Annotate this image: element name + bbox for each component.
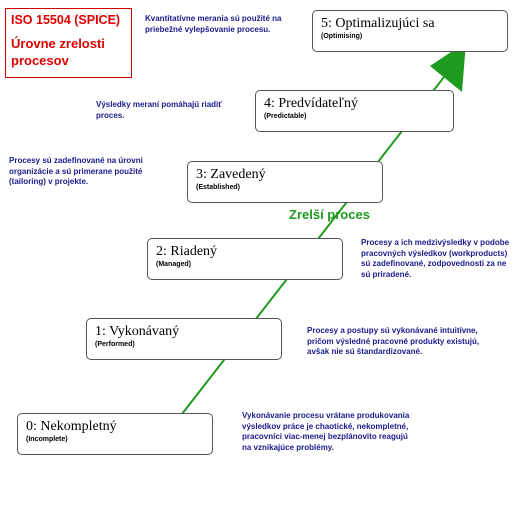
level-5-name: 5: Optimalizujúci sa bbox=[321, 16, 435, 31]
level-1-name: 1: Vykonávaný bbox=[95, 324, 180, 339]
title-line1: ISO 15504 (SPICE) bbox=[11, 13, 121, 27]
arrow-head bbox=[430, 42, 466, 92]
level-2-name: 2: Riadený bbox=[156, 244, 218, 259]
level-3-name: 3: Zavedený bbox=[196, 167, 266, 182]
level-4-description: Výsledky meraní pomáhajú riadiť proces. bbox=[96, 100, 223, 120]
level-2-sub: (Managed) bbox=[156, 261, 191, 268]
level-0-description: Vykonávanie procesu vrátane produkovania… bbox=[242, 411, 410, 452]
title-line2: Úrovne zrelosti procesov bbox=[11, 36, 105, 68]
level-1-sub: (Performed) bbox=[95, 341, 135, 348]
level-2-box: 2: Riadený (Managed) bbox=[147, 238, 343, 280]
level-5-description: Kvantitatívne merania sú použité na prie… bbox=[145, 14, 282, 34]
level-1-box: 1: Vykonávaný (Performed) bbox=[86, 318, 282, 360]
level-5-sub: (Optimising) bbox=[321, 33, 363, 40]
level-5-box: 5: Optimalizujúci sa (Optimising) bbox=[312, 10, 508, 52]
level-2-description: Procesy a ich medzivýsledky v podobe pra… bbox=[361, 238, 510, 279]
level-4-name: 4: Predvídateľný bbox=[264, 96, 358, 111]
level-0-sub: (Incomplete) bbox=[26, 436, 68, 443]
level-0-name: 0: Nekompletný bbox=[26, 419, 117, 434]
level-1-description: Procesy a postupy sú vykonávané intuitív… bbox=[307, 326, 480, 356]
level-3-description: Procesy sú zadefinované na úrovni organi… bbox=[9, 156, 143, 186]
level-3-box: 3: Zavedený (Established) bbox=[187, 161, 383, 203]
level-0-box: 0: Nekompletný (Incomplete) bbox=[17, 413, 213, 455]
arrow-label: Zrelší proces bbox=[289, 207, 370, 222]
level-3-sub: (Established) bbox=[196, 184, 240, 191]
level-4-box: 4: Predvídateľný (Predictable) bbox=[255, 90, 454, 132]
title-box: ISO 15504 (SPICE) Úrovne zrelosti proces… bbox=[5, 8, 132, 78]
level-4-sub: (Predictable) bbox=[264, 113, 307, 120]
